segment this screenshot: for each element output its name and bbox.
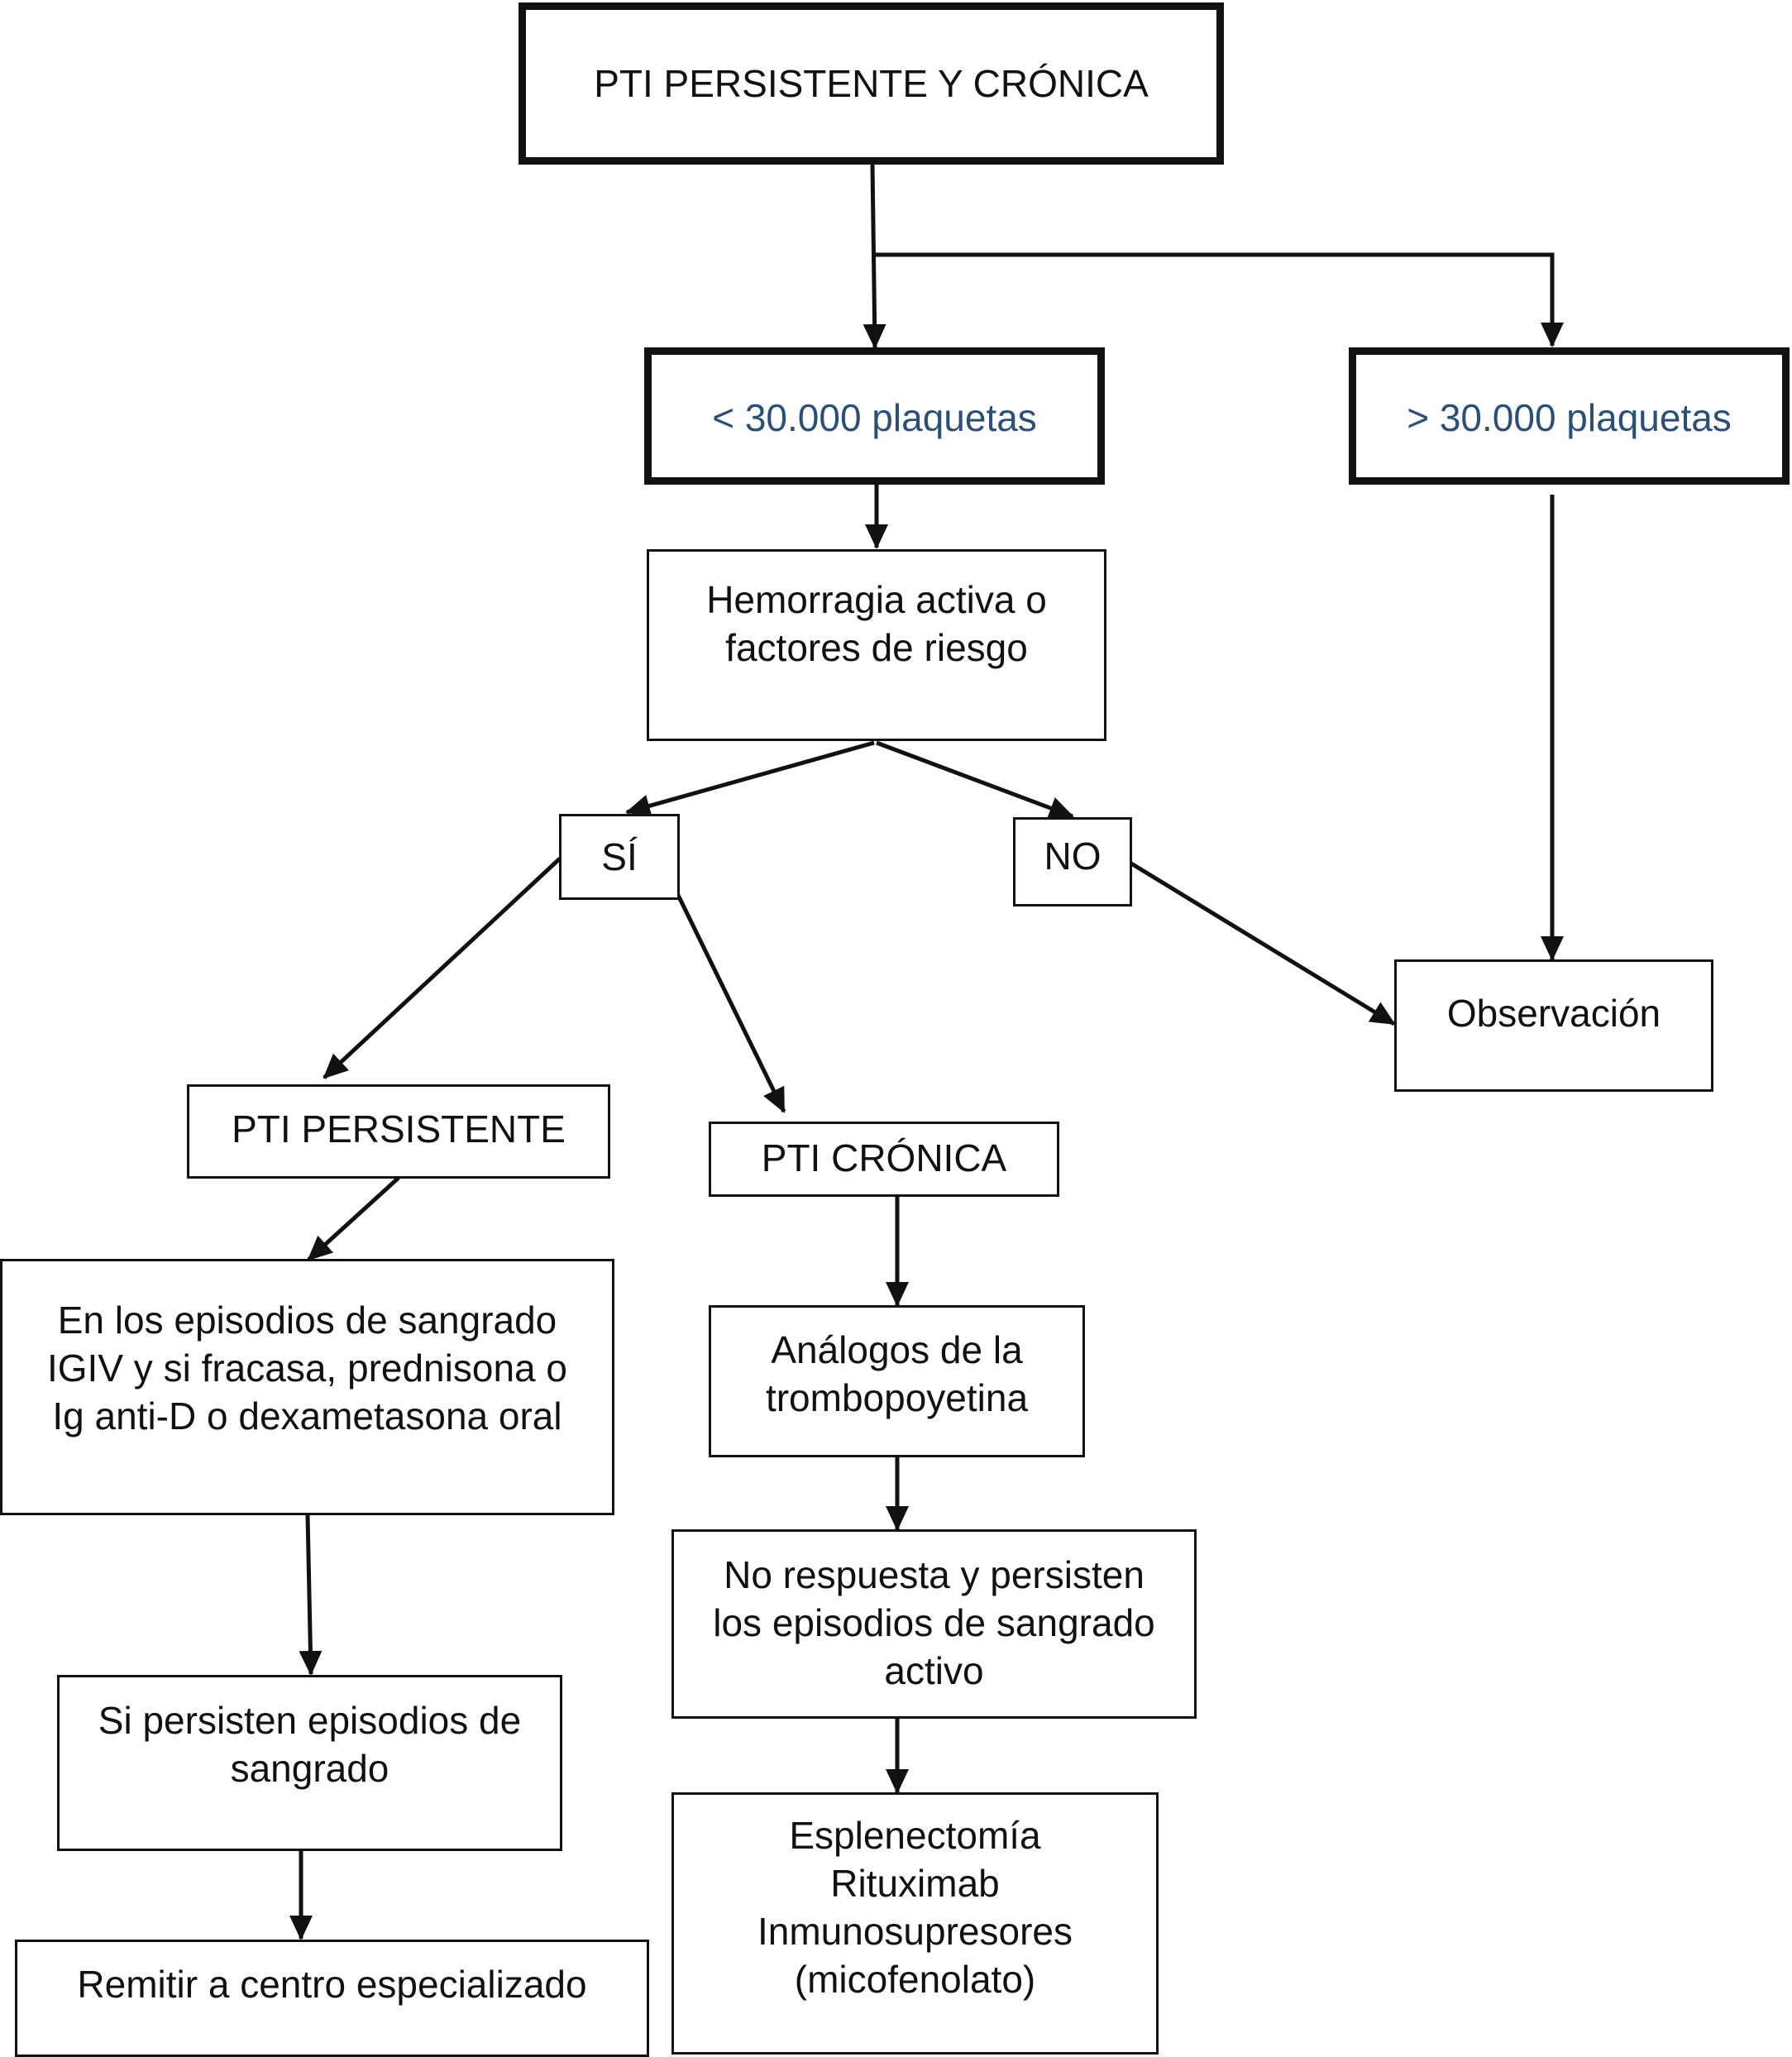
node-persistent-treatment-label: En los episodios de sangrado IGIV y si f… [47, 1299, 567, 1438]
node-no-response-label: No respuesta y persisten los episodios d… [713, 1553, 1155, 1692]
node-refer: Remitir a centro especializado [15, 1940, 649, 2057]
node-observation-label: Observación [1446, 992, 1661, 1035]
node-chronic-label: PTI CRÓNICA [761, 1136, 1007, 1179]
node-no-label: NO [1044, 835, 1101, 878]
node-low-platelets: < 30.000 plaquetas [644, 347, 1105, 485]
node-bleeding-check-label: Hemorragia activa o factores de riesgo [706, 578, 1047, 669]
node-tpo-analogs: Análogos de la trombopoyetina [709, 1305, 1085, 1457]
node-high-platelets: > 30.000 plaquetas [1349, 347, 1790, 485]
node-yes-label: SÍ [601, 835, 638, 878]
node-chronic: PTI CRÓNICA [709, 1122, 1059, 1197]
node-persistent: PTI PERSISTENTE [187, 1084, 610, 1179]
node-persistent-bleeding-label: Si persisten episodios de sangrado [98, 1699, 522, 1790]
arrow-no-to-observation [1130, 861, 1396, 1026]
node-no: NO [1013, 817, 1132, 907]
arrow-treatment-to-persist-bleeding [299, 1514, 323, 1676]
node-observation: Observación [1394, 959, 1713, 1092]
arrow-persistent-to-treatment [307, 1176, 400, 1261]
node-persistent-bleeding: Si persisten episodios de sangrado [57, 1675, 562, 1851]
node-persistent-treatment: En los episodios de sangrado IGIV y si f… [0, 1259, 614, 1515]
node-yes: SÍ [559, 814, 680, 900]
node-refer-label: Remitir a centro especializado [77, 1963, 587, 2006]
node-high-platelets-label: > 30.000 plaquetas [1407, 396, 1732, 439]
arrow-yes-to-persistent [323, 857, 561, 1079]
arrow-root-to-high [872, 252, 1564, 347]
node-low-platelets-label: < 30.000 plaquetas [712, 396, 1037, 439]
node-root: PTI PERSISTENTE Y CRÓNICA [518, 2, 1224, 165]
node-bleeding-check: Hemorragia activa o factores de riesgo [647, 549, 1106, 741]
node-second-line-label: Esplenectomía Rituximab Inmunosupresores… [757, 1814, 1073, 2001]
node-persistent-label: PTI PERSISTENTE [232, 1107, 566, 1150]
node-root-label: PTI PERSISTENTE Y CRÓNICA [594, 62, 1149, 105]
node-no-response: No respuesta y persisten los episodios d… [671, 1529, 1197, 1719]
arrow-bleeding-to-yes [625, 740, 875, 817]
arrow-yes-to-chronic [672, 887, 786, 1113]
node-tpo-analogs-label: Análogos de la trombopoyetina [765, 1328, 1029, 1419]
arrow-bleeding-to-no [876, 740, 1074, 820]
node-second-line: Esplenectomía Rituximab Inmunosupresores… [671, 1792, 1159, 2055]
